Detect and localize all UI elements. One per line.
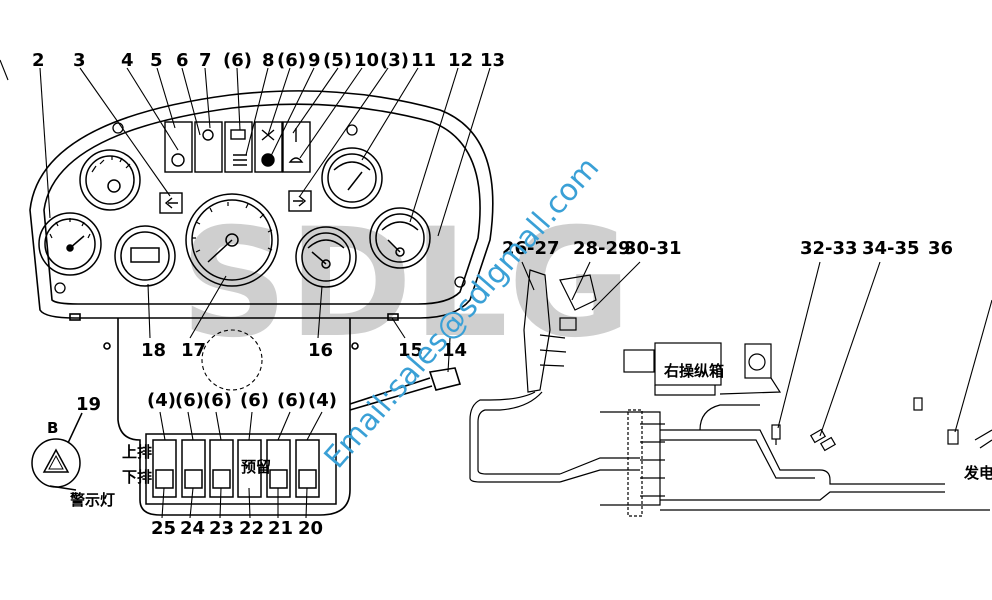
callout-25: 25: [151, 518, 176, 539]
bottom-callouts: 18 17 16 15 14: [141, 340, 467, 361]
callout-14: 14: [442, 340, 467, 361]
switch-row-upper-label: 上排: [122, 443, 152, 461]
switch-top-counts: (4) (6) (6) (6) (6) (4): [147, 390, 337, 411]
leader-lines-bottom: [147, 275, 451, 373]
callout-17: 17: [181, 340, 206, 361]
callout-7: 7: [199, 50, 212, 71]
callout-5: 5: [150, 50, 163, 71]
generator-label: 发电: [963, 464, 992, 482]
top-callouts: 2 3 4 5 6 7 (6) 8 (6) 9 (5) 10 (3) 11 12…: [32, 50, 505, 71]
callout-3: 3: [73, 50, 86, 71]
callout-6-qty: (6): [223, 50, 252, 71]
digital-display: [114, 225, 176, 287]
gauge-oil-pressure: [295, 226, 357, 288]
switch-count-1: (4): [147, 390, 176, 411]
switch-count-2: (6): [175, 390, 204, 411]
hazard-view-label: B: [47, 419, 58, 437]
indicator-lamp-block: [164, 121, 311, 173]
callout-13: 13: [480, 50, 505, 71]
gauge-air-pressure: [321, 147, 383, 209]
switch-reserved-label: 预留: [241, 458, 271, 476]
callout-4: 4: [121, 50, 134, 71]
watermark-logo: SDLG: [180, 197, 631, 371]
hazard-caption: 警示灯: [69, 491, 115, 509]
switch-count-3: (6): [203, 390, 232, 411]
callout-24: 24: [180, 518, 205, 539]
callout-19: 19: [76, 394, 101, 415]
callout-32-33: 32-33: [800, 238, 858, 259]
callout-16: 16: [308, 340, 333, 361]
switch-bottom-numbers: 25 24 23 22 21 20: [151, 518, 323, 539]
leader-lines-top: [0, 59, 491, 237]
hazard-lamp: [31, 412, 83, 491]
turn-signal-left-icon: [159, 192, 183, 214]
turn-signal-right-icon: [288, 190, 312, 212]
callout-34-35: 34-35: [862, 238, 920, 259]
wire-harness: [469, 269, 992, 517]
switch-count-6: (4): [308, 390, 337, 411]
right-control-box-label: 右操纵箱: [664, 362, 724, 380]
callout-23: 23: [209, 518, 234, 539]
leader-lines-harness: [521, 261, 992, 437]
switch-count-5: (6): [277, 390, 306, 411]
callout-2: 2: [32, 50, 45, 71]
gauge-fuel: [79, 149, 141, 211]
switch-row-lower-label: 下排: [122, 468, 152, 486]
callout-3-qty: (3): [380, 50, 409, 71]
callout-8: 8: [262, 50, 275, 71]
callout-12: 12: [448, 50, 473, 71]
callout-30-31: 30-31: [624, 238, 682, 259]
callout-21: 21: [268, 518, 293, 539]
callout-10: 10: [354, 50, 379, 71]
callout-28-29: 28-29: [573, 238, 631, 259]
callout-18: 18: [141, 340, 166, 361]
callout-36: 36: [928, 238, 953, 259]
tachometer: [185, 193, 279, 287]
switch-housing: [69, 313, 462, 516]
callout-6-qty-b: (6): [277, 50, 306, 71]
callout-9: 9: [308, 50, 321, 71]
callout-6: 6: [176, 50, 189, 71]
leader-lines-switch: [159, 411, 323, 519]
callout-22: 22: [239, 518, 264, 539]
callout-26-27: 26-27: [502, 238, 560, 259]
callout-5-qty: (5): [323, 50, 352, 71]
callout-15: 15: [398, 340, 423, 361]
callout-11: 11: [411, 50, 436, 71]
callout-20: 20: [298, 518, 323, 539]
harness-callouts: 26-27 28-29 30-31 32-33 34-35 36: [502, 238, 953, 259]
gauge-transmission-temp: [369, 207, 431, 269]
switch-count-4: (6): [240, 390, 269, 411]
gauge-temperature: [38, 212, 102, 276]
panel-screws: [54, 122, 466, 294]
